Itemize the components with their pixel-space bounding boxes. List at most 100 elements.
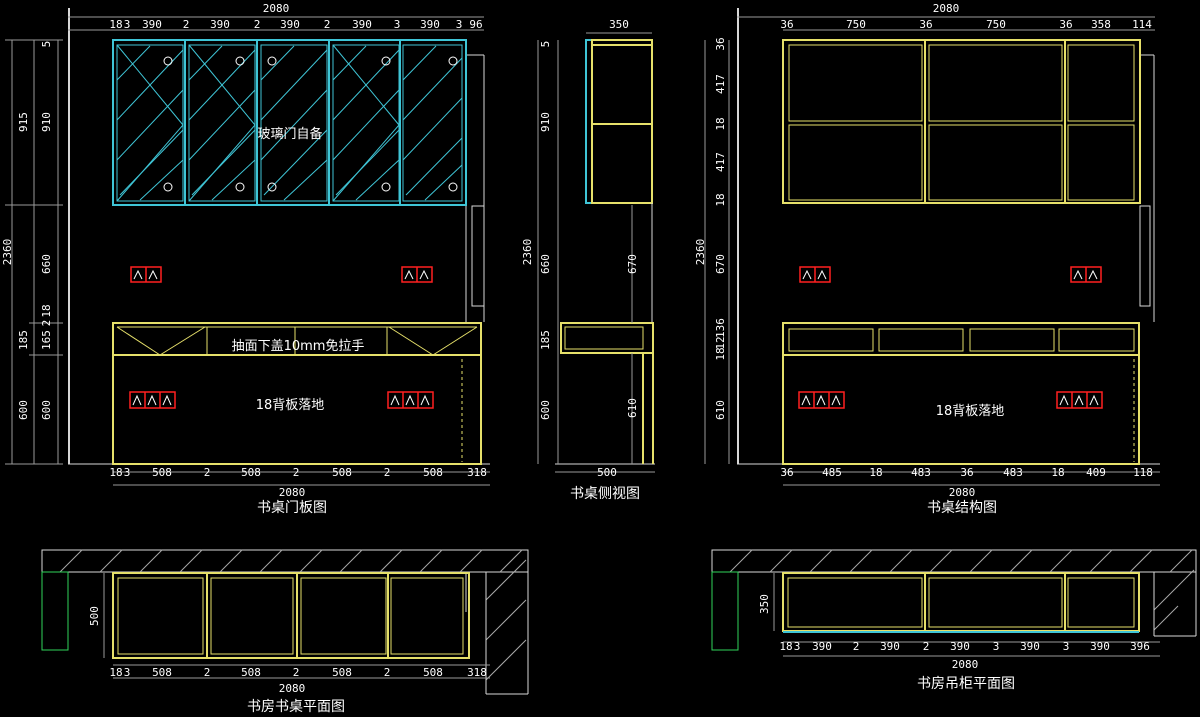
svg-text:2: 2 [183,18,190,31]
svg-text:2: 2 [204,466,211,479]
structure-top-total: 2080 [933,2,960,15]
svg-text:508: 508 [332,666,352,679]
svg-text:3: 3 [1063,640,1070,653]
cabinet-plan-depth: 350 [758,594,771,614]
side-top-dim: 350 [609,18,629,31]
left-dims: 2360 915 5 910 660 2 18 165 185 600 600 [1,41,53,420]
svg-text:3: 3 [124,666,131,679]
socket-icon [129,266,434,409]
svg-text:185: 185 [17,330,30,350]
svg-text:485: 485 [822,466,842,479]
desk-lower: 抽面下盖10mm免拉手 18背板落地 [112,322,482,465]
svg-text:18: 18 [714,347,727,360]
svg-text:118: 118 [1133,466,1153,479]
svg-text:610: 610 [714,400,727,420]
svg-text:2: 2 [384,666,391,679]
door-panel-view: 玻璃门自备 抽面下盖10mm免拉手 18背板落地 [1,2,490,516]
svg-text:18: 18 [109,18,122,31]
svg-text:114: 114 [1132,18,1152,31]
svg-text:508: 508 [152,466,172,479]
structure-title: 书桌结构图 [927,500,997,516]
svg-text:3: 3 [993,640,1000,653]
drawer-note: 抽面下盖10mm免拉手 [232,339,365,354]
side-view-title: 书桌侧视图 [570,486,640,502]
svg-text:36: 36 [960,466,973,479]
desk-plan-bottom-dims: 18 3 508 2 508 2 508 2 508 318 [109,666,487,679]
svg-text:36: 36 [919,18,932,31]
cabinet-plan-total: 2080 [952,658,979,671]
svg-text:750: 750 [986,18,1006,31]
svg-text:390: 390 [420,18,440,31]
cabinet-plan-bottom-dims: 18 3 390 2 390 2 390 3 390 3 390 396 [779,640,1150,653]
svg-text:409: 409 [1086,466,1106,479]
svg-text:2: 2 [923,640,930,653]
svg-text:18: 18 [714,117,727,130]
structure-bottom-total: 2080 [949,486,976,499]
svg-text:185: 185 [539,330,552,350]
structure-left-dims: 2360 36 417 18 417 18 670 136 12 18 610 [694,37,727,420]
svg-text:600: 600 [17,400,30,420]
svg-text:12: 12 [714,336,727,349]
structure-back-note: 18背板落地 [936,404,1005,419]
side-view: 350 500 书桌侧视图 2360 5 910 660 185 600 670… [521,18,655,502]
svg-text:483: 483 [1003,466,1023,479]
svg-text:2: 2 [853,640,860,653]
svg-text:390: 390 [880,640,900,653]
door-panel-title: 书桌门板图 [257,500,327,516]
svg-text:3: 3 [456,18,463,31]
glass-door-note: 玻璃门自备 [257,126,322,142]
svg-text:18: 18 [779,640,792,653]
svg-text:390: 390 [1020,640,1040,653]
svg-text:2: 2 [254,18,261,31]
svg-text:36: 36 [780,18,793,31]
svg-text:508: 508 [423,666,443,679]
svg-text:36: 36 [1059,18,1072,31]
svg-text:390: 390 [812,640,832,653]
svg-text:483: 483 [911,466,931,479]
structure-view: 18背板落地 2080 36 750 36 750 36 358 1 [694,2,1160,516]
lower-desk-structure: 18背板落地 [782,322,1140,465]
svg-text:610: 610 [626,398,639,418]
glass-doors: 玻璃门自备 [112,39,467,206]
svg-text:318: 318 [467,666,487,679]
svg-text:750: 750 [846,18,866,31]
svg-text:910: 910 [539,112,552,132]
svg-text:390: 390 [142,18,162,31]
structure-bottom-dims: 36 485 18 483 36 483 18 409 118 [780,466,1153,479]
upper-cabinet-structure [782,39,1141,204]
svg-text:358: 358 [1091,18,1111,31]
top-total: 2080 [263,2,290,15]
svg-text:670: 670 [714,254,727,274]
svg-text:318: 318 [467,466,487,479]
svg-text:96: 96 [469,18,482,31]
structure-socket-icon [798,266,1103,409]
svg-text:417: 417 [714,74,727,94]
svg-text:2360: 2360 [694,239,707,266]
svg-text:915: 915 [17,112,30,132]
svg-text:18: 18 [109,466,122,479]
svg-text:508: 508 [332,466,352,479]
bottom-dims: 18 3 508 2 508 2 508 2 508 318 [109,466,487,479]
svg-text:2: 2 [293,466,300,479]
svg-text:3: 3 [124,18,131,31]
svg-text:390: 390 [352,18,372,31]
svg-text:3: 3 [794,640,801,653]
back-panel-note: 18背板落地 [256,398,325,413]
svg-text:2: 2 [40,320,53,327]
desk-plan-total: 2080 [279,682,306,695]
svg-text:5: 5 [40,41,53,48]
svg-text:36: 36 [780,466,793,479]
svg-text:18: 18 [109,666,122,679]
svg-text:18: 18 [869,466,882,479]
top-dims: 18 3 390 2 390 2 390 2 390 3 390 3 96 [109,18,482,31]
svg-text:396: 396 [1130,640,1150,653]
svg-text:508: 508 [241,666,261,679]
svg-text:18: 18 [40,304,53,317]
svg-text:508: 508 [423,466,443,479]
cabinet-plan-view: 350 18 3 390 2 390 2 390 3 390 3 390 396… [711,549,1197,692]
svg-text:2: 2 [384,466,391,479]
svg-text:2: 2 [204,666,211,679]
desk-plan-depth: 500 [88,606,101,626]
svg-text:390: 390 [280,18,300,31]
